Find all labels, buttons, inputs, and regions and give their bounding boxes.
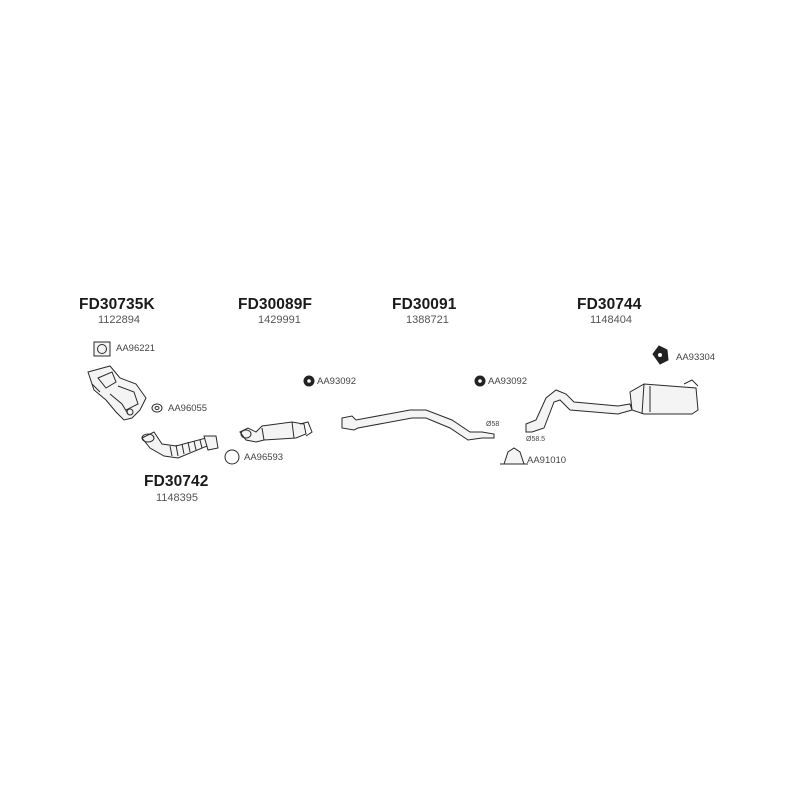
flexpipe-number: 1148395 [156, 492, 199, 504]
front-pipe-code: FD30089F [238, 296, 313, 313]
square-gasket-shape [93, 341, 111, 357]
diameter-1: Ø58 [486, 421, 500, 428]
rubber-mount-rear-shape [652, 345, 669, 365]
ring-gasket-1-shape [151, 403, 163, 413]
gasket-ring-1-ref: AA96055 [168, 403, 208, 414]
middle-pipe-number: 1388721 [406, 314, 449, 326]
rubber-mount-2-ref: AA93092 [488, 376, 528, 387]
flexpipe-shape [141, 431, 219, 459]
rubber-mount-1-ref: AA93092 [317, 376, 357, 387]
rubber-mount-2-shape [474, 375, 486, 387]
rear-silencer-number: 1148404 [590, 314, 633, 326]
rubber-mount-rear-ref: AA93304 [676, 352, 716, 363]
clamp-shape [500, 447, 528, 465]
flexpipe-code: FD30742 [144, 473, 209, 490]
gasket-square-ref: AA96221 [116, 343, 156, 354]
diameter-2: Ø58.5 [526, 436, 546, 443]
catalyst-code: FD30735K [79, 296, 155, 313]
rear-silencer-code: FD30744 [577, 296, 642, 313]
clamp-ref: AA91010 [527, 455, 567, 466]
catalyst-shape [87, 365, 147, 421]
gasket-ring-2-ref: AA96593 [244, 452, 284, 463]
rubber-mount-1-shape [303, 375, 315, 387]
ring-gasket-2-shape [224, 449, 240, 465]
front-pipe-number: 1429991 [258, 314, 301, 326]
catalyst-number: 1122894 [98, 314, 141, 326]
middle-pipe-code: FD30091 [392, 296, 457, 313]
middle-pipe-shape [341, 409, 495, 441]
rear-silencer-shape [525, 379, 699, 433]
front-pipe-shape [239, 421, 313, 443]
